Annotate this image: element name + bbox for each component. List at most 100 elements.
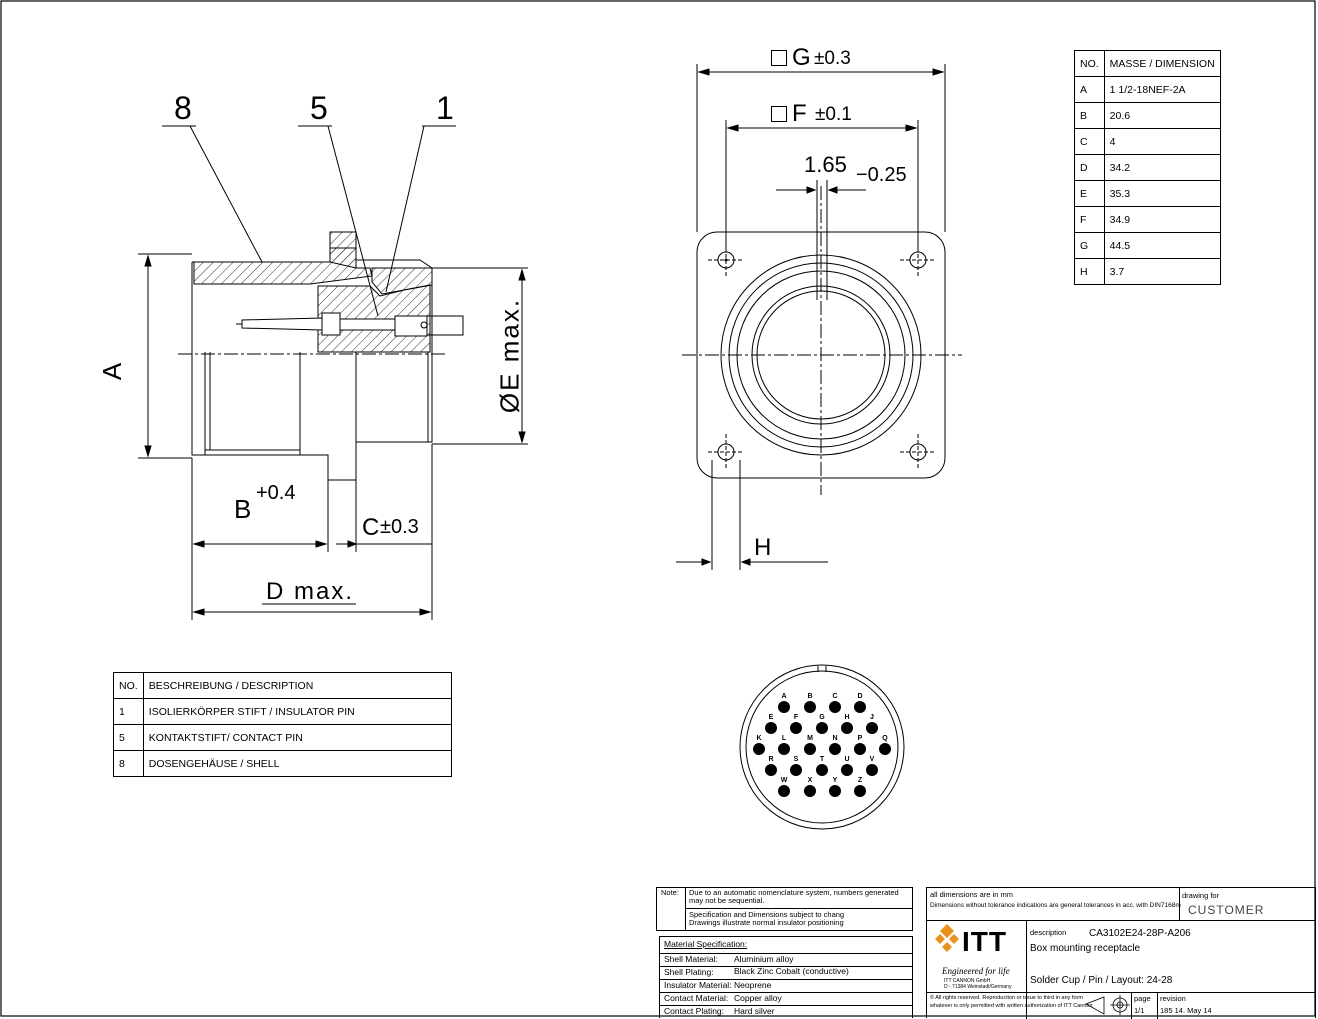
contact-layout xyxy=(739,664,905,830)
copyright-line-1: © All rights reserved. Reproduction or i… xyxy=(930,995,1083,1001)
notes-line-2: may not be sequential. xyxy=(689,896,765,905)
table-cell: 34.9 xyxy=(1103,206,1221,233)
page-label: page xyxy=(1134,994,1151,1003)
dim-c-label: C xyxy=(362,514,380,541)
company-line-2: D - 71384 Weinstadt/Germany xyxy=(944,984,1012,990)
contact-pin-p xyxy=(854,743,866,755)
table-cell: 8 xyxy=(113,750,144,777)
dim-a-label: A xyxy=(97,362,128,381)
table-header-no: NO. xyxy=(1074,50,1105,77)
dim-pin-tolerance: −0.25 xyxy=(856,164,907,186)
table-cell: 1 1/2-18NEF-2A xyxy=(1103,76,1221,103)
contact-label-b: B xyxy=(807,693,812,700)
contact-label-c: C xyxy=(832,693,837,700)
dim-d-label: D max. xyxy=(266,578,355,605)
contact-label-m: M xyxy=(807,735,813,742)
table-header-row: NO. MASSE / DIMENSION xyxy=(1074,50,1221,77)
table-cell: KONTAKTSTIFT/ CONTACT PIN xyxy=(142,724,453,751)
material-value: Neoprene xyxy=(734,980,772,990)
table-cell: H xyxy=(1074,258,1105,285)
table-cell: 3.7 xyxy=(1103,258,1221,285)
contact-pin-j xyxy=(866,722,878,734)
dim-b-label: B xyxy=(234,494,252,524)
revision-value: 185 14. May 14 xyxy=(1160,1006,1212,1015)
contact-pin-h xyxy=(841,722,853,734)
material-label: Insulator Material: xyxy=(664,980,732,990)
copyright-line-2: whatever is only permitted with written … xyxy=(930,1003,1093,1009)
table-cell: 35.3 xyxy=(1103,180,1221,207)
contact-pin-y xyxy=(829,785,841,797)
front-view xyxy=(676,64,962,570)
contact-label-r: R xyxy=(768,756,773,763)
material-value: Aluminium alloy xyxy=(734,954,794,964)
company-line-1: ITT CANNON GmbH xyxy=(944,978,991,984)
material-label: Shell Material: xyxy=(664,954,718,964)
contact-pin-m xyxy=(804,743,816,755)
contact-label-x: X xyxy=(808,777,813,784)
contact-label-d: D xyxy=(857,693,862,700)
contact-pin-r xyxy=(765,764,777,776)
contact-label-y: Y xyxy=(833,777,838,784)
table-header-dimension: MASSE / DIMENSION xyxy=(1103,50,1221,77)
drawing-for-value: CUSTOMER xyxy=(1188,903,1265,917)
drawing-for-label: drawing for xyxy=(1182,891,1220,900)
table-cell: C xyxy=(1074,128,1105,155)
table-header-row: NO. BESCHREIBUNG / DESCRIPTION xyxy=(113,672,453,699)
contact-pin-g xyxy=(816,722,828,734)
revision-label: revision xyxy=(1160,994,1186,1003)
title-block xyxy=(926,887,1316,1019)
square-symbol-g xyxy=(771,50,787,66)
table-cell: DOSENGEHÄUSE / SHELL xyxy=(142,750,453,777)
callout-5: 5 xyxy=(310,90,328,126)
contact-label-h: H xyxy=(844,714,849,721)
contact-pin-c xyxy=(829,701,841,713)
contact-pin-k xyxy=(753,743,765,755)
contact-pin-x xyxy=(804,785,816,797)
notes-line-1: Due to an automatic nomenclature system,… xyxy=(689,888,899,897)
dim-f-label: F xyxy=(792,100,807,127)
table-cell: 1 xyxy=(113,698,144,725)
contact-label-p: P xyxy=(858,735,863,742)
side-view xyxy=(138,125,528,620)
contact-label-a: A xyxy=(781,693,786,700)
contact-label-w: W xyxy=(781,777,788,784)
contact-pin-f xyxy=(790,722,802,734)
contact-pin-z xyxy=(854,785,866,797)
material-value: Hard silver xyxy=(734,1006,775,1016)
table-cell: G xyxy=(1074,232,1105,259)
contact-pin-q xyxy=(879,743,891,755)
itt-logo-mark xyxy=(935,924,959,952)
contact-pin-n xyxy=(829,743,841,755)
material-spec-box xyxy=(659,936,913,1018)
part-number: CA3102E24-28P-A206 xyxy=(1089,928,1191,939)
contact-pin-a xyxy=(778,701,790,713)
table-cell: 20.6 xyxy=(1103,102,1221,129)
table-cell: A xyxy=(1074,76,1105,103)
itt-slogan: Engineered for life xyxy=(942,966,1010,976)
part-title: Box mounting receptacle xyxy=(1030,943,1141,954)
callout-8: 8 xyxy=(174,90,192,126)
contact-label-j: J xyxy=(870,714,874,721)
contact-pin-d xyxy=(854,701,866,713)
table-cell: ISOLIERKÖRPER STIFT / INSULATOR PIN xyxy=(142,698,453,725)
contact-label-s: S xyxy=(794,756,799,763)
notes-label: Note: xyxy=(661,888,679,897)
contact-label-v: V xyxy=(870,756,875,763)
notes-box xyxy=(656,887,913,931)
table-header-description: BESCHREIBUNG / DESCRIPTION xyxy=(142,672,453,699)
contact-label-f: F xyxy=(794,714,799,721)
tolerance-note: Dimensions without tolerance indications… xyxy=(930,902,1181,909)
dim-f-tolerance: ±0.1 xyxy=(815,104,852,125)
contact-label-z: Z xyxy=(858,777,863,784)
dim-h-label: H xyxy=(754,534,772,561)
contact-pin-l xyxy=(778,743,790,755)
